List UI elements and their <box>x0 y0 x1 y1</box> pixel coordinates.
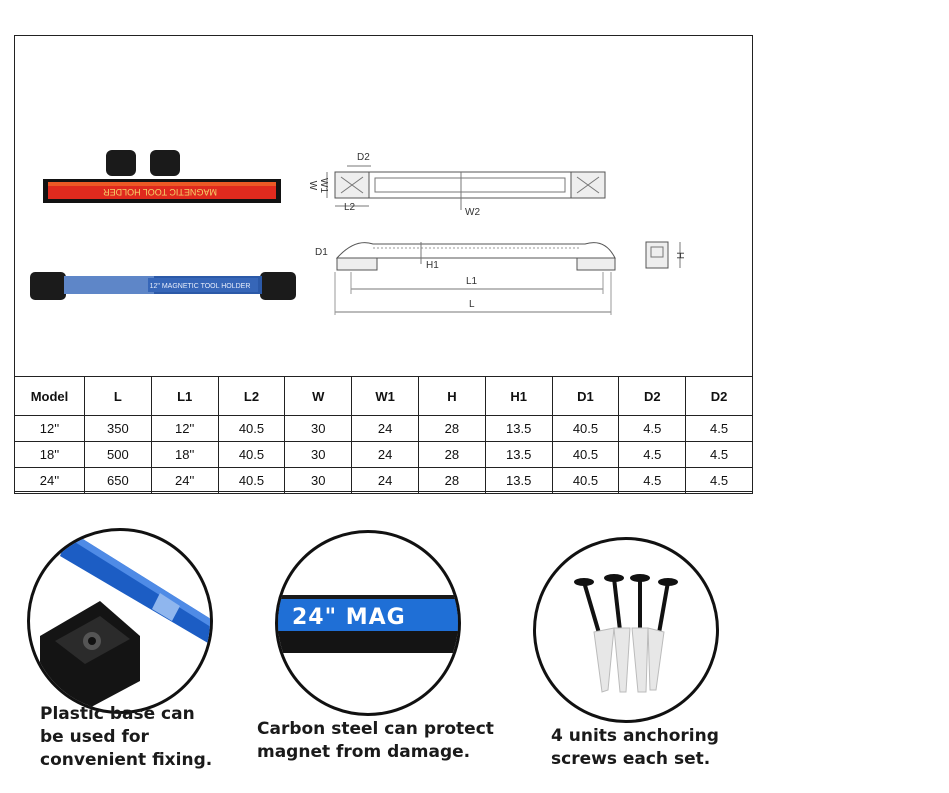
table-row: 18'' 500 18'' 40.5 30 24 28 13.5 40.5 4.… <box>14 441 753 468</box>
column-header: L <box>84 376 152 416</box>
dim-label-w1: W1 <box>318 178 329 193</box>
table-cell: 30 <box>284 467 353 494</box>
table-cell: 24 <box>351 467 419 494</box>
table-cell: 24 <box>351 415 419 442</box>
table-cell: 4.5 <box>685 441 753 468</box>
dim-label-w2: W2 <box>465 207 480 218</box>
table-cell: 4.5 <box>618 467 687 494</box>
dim-label-w: W <box>307 180 319 191</box>
technical-drawing-side-view <box>334 242 616 315</box>
blue-tool-holder-image: 12" MAGNETIC TOOL HOLDER <box>30 272 296 300</box>
table-cell: 40.5 <box>217 467 286 494</box>
table-cell: 13.5 <box>484 467 553 494</box>
column-header: W1 <box>351 376 419 416</box>
red-holder-text: MAGNETIC TOOL HOLDER <box>103 187 217 197</box>
table-cell: 500 <box>84 441 152 468</box>
column-header: H1 <box>484 376 553 416</box>
carbon-steel-label-text: 24" MAG <box>292 605 406 630</box>
table-cell: 4.5 <box>618 415 687 442</box>
dim-label-h: H <box>674 251 686 260</box>
table-row: 24'' 650 24'' 40.5 30 24 28 13.5 40.5 4.… <box>14 467 753 494</box>
table-cell: 4.5 <box>685 467 753 494</box>
anchoring-screws-image <box>533 537 719 723</box>
column-header: W <box>284 376 353 416</box>
dim-label-l2: L2 <box>344 202 356 213</box>
table-row: 12'' 350 12'' 40.5 30 24 28 13.5 40.5 4.… <box>14 415 753 442</box>
table-cell: 4.5 <box>685 415 753 442</box>
dim-label-d2: D2 <box>357 152 370 163</box>
spec-table-header-row: Model L L1 L2 W W1 H H1 D1 D2 D2 <box>14 376 753 416</box>
plastic-base-closeup-image <box>27 528 213 714</box>
feature-caption-carbon-steel: Carbon steel can protect magnet from dam… <box>257 719 494 762</box>
table-cell: 28 <box>417 415 486 442</box>
table-cell: 13.5 <box>484 415 553 442</box>
table-cell: 350 <box>84 415 152 442</box>
column-header: L1 <box>150 376 219 416</box>
table-cell: 4.5 <box>618 441 687 468</box>
table-cell: 40.5 <box>217 415 286 442</box>
column-header: D1 <box>551 376 620 416</box>
table-cell: 12'' <box>14 415 85 442</box>
dim-label-d1: D1 <box>315 247 328 258</box>
table-cell: 40.5 <box>217 441 286 468</box>
carbon-steel-closeup-image: 24" MAG <box>275 530 461 716</box>
technical-drawing-end-view <box>645 241 681 269</box>
table-cell: 18'' <box>14 441 85 468</box>
dim-label-l1: L1 <box>466 276 478 287</box>
table-cell: 13.5 <box>484 441 553 468</box>
table-cell: 24 <box>351 441 419 468</box>
table-cell: 650 <box>84 467 152 494</box>
table-cell: 28 <box>417 441 486 468</box>
feature-caption-anchoring-screws: 4 units anchoring screws each set. <box>551 726 719 769</box>
red-tool-holder-image: MAGNETIC TOOL HOLDER <box>43 150 281 203</box>
spec-table: Model L L1 L2 W W1 H H1 D1 D2 D2 12'' 35… <box>14 376 753 494</box>
table-cell: 30 <box>284 441 353 468</box>
dim-label-h1: H1 <box>426 260 439 271</box>
blue-holder-text: 12" MAGNETIC TOOL HOLDER <box>150 283 251 290</box>
table-cell: 12'' <box>150 415 219 442</box>
technical-drawing-top-view <box>326 165 606 210</box>
table-cell: 40.5 <box>551 415 620 442</box>
column-header: D2 <box>685 376 753 416</box>
table-cell: 28 <box>417 467 486 494</box>
table-cell: 40.5 <box>551 441 620 468</box>
column-header: Model <box>14 376 85 416</box>
column-header: L2 <box>217 376 286 416</box>
feature-caption-plastic-base: Plastic base can be used for convenient … <box>40 704 213 770</box>
table-cell: 24'' <box>14 467 85 494</box>
dim-label-l: L <box>469 299 475 310</box>
column-header: H <box>417 376 486 416</box>
table-cell: 30 <box>284 415 353 442</box>
table-cell: 40.5 <box>551 467 620 494</box>
table-cell: 24'' <box>150 467 219 494</box>
column-header: D2 <box>618 376 687 416</box>
table-cell: 18'' <box>150 441 219 468</box>
